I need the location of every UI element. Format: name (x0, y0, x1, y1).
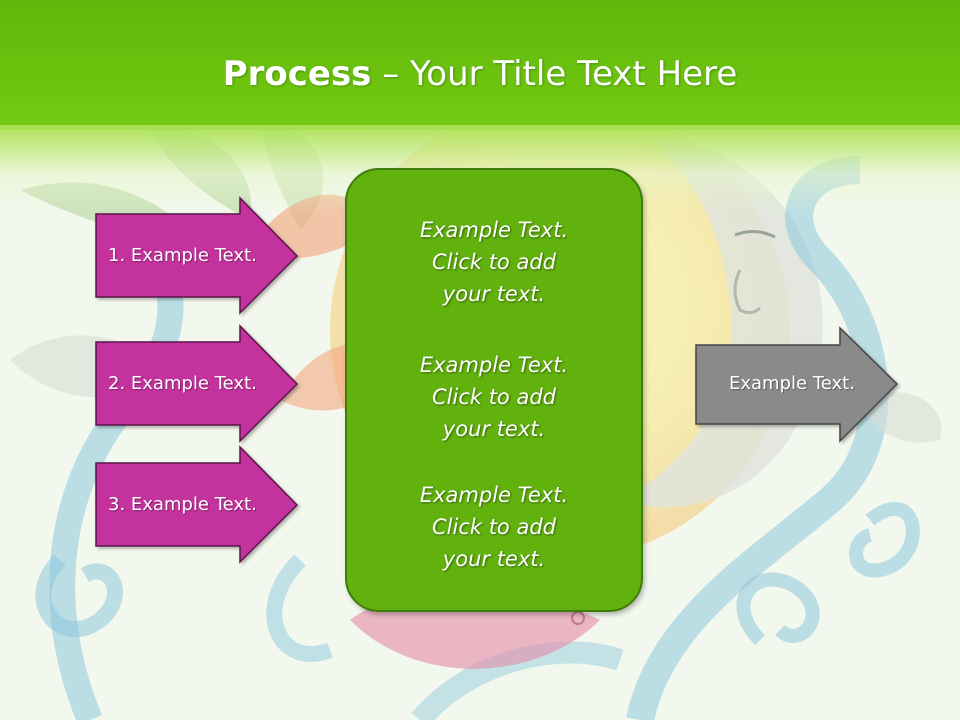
center-item-1[interactable]: Example Text. Click to add your text. (347, 214, 641, 310)
center-item-line: your text. (442, 282, 546, 306)
result-label[interactable]: Example Text. (729, 373, 855, 394)
step-2-label[interactable]: 2. Example Text. (108, 373, 257, 394)
center-item-line: Click to add (431, 515, 556, 539)
center-item-3[interactable]: Example Text. Click to add your text. (347, 479, 641, 575)
center-item-line: your text. (442, 547, 546, 571)
header-bar (0, 0, 960, 130)
center-item-line: Example Text. (419, 483, 569, 507)
step-2-arrow[interactable] (95, 324, 299, 443)
step-1-arrow[interactable] (95, 196, 299, 315)
center-item-line: Example Text. (419, 218, 569, 242)
center-item-2[interactable]: Example Text. Click to add your text. (347, 349, 641, 445)
center-content-box[interactable]: Example Text. Click to add your text. Ex… (345, 168, 643, 612)
step-1-label[interactable]: 1. Example Text. (108, 245, 257, 266)
title-bold: Process (222, 54, 372, 94)
center-item-line: Click to add (431, 385, 556, 409)
center-item-line: your text. (442, 417, 546, 441)
center-item-line: Example Text. (419, 353, 569, 377)
slide-title[interactable]: Process – Your Title Text Here (0, 52, 960, 96)
result-arrow[interactable] (695, 326, 899, 443)
title-rest: – Your Title Text Here (371, 54, 738, 94)
step-3-label[interactable]: 3. Example Text. (108, 494, 257, 515)
center-item-line: Click to add (431, 250, 556, 274)
step-3-arrow[interactable] (95, 445, 299, 564)
